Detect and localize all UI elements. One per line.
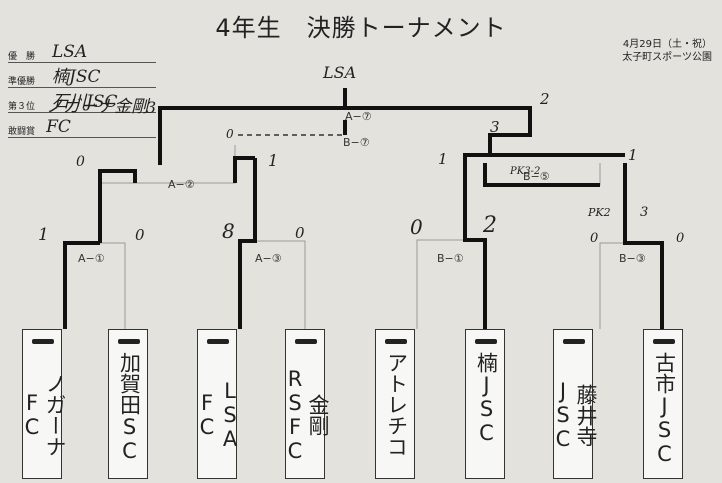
award-value: ノガーナ金剛FC [46, 97, 149, 137]
team-card: 楠JSC [465, 329, 505, 479]
redacted-mark [118, 339, 140, 344]
winner-path-a1-up [98, 169, 137, 243]
score: 1 [628, 146, 638, 164]
match-label-a7: A−⑦ [345, 110, 372, 123]
winner-paths [63, 88, 664, 329]
match-label-b1: B−① [437, 252, 464, 265]
redacted-mark [563, 339, 585, 344]
award-value: 石川JSC [52, 92, 118, 112]
team-card: アトレチコ [375, 329, 415, 479]
match-label-a1: A−① [78, 252, 105, 265]
score: 0 [676, 231, 684, 246]
award-label: 準優勝 [8, 77, 36, 87]
pk-score: PK3-2 [509, 166, 540, 177]
team-name: LSA FC [195, 379, 242, 472]
award-label: 第３位 [8, 102, 36, 112]
redacted-mark [295, 339, 317, 344]
winner-path-final [158, 88, 347, 165]
award-label: 敢闘賞 [8, 127, 36, 137]
winner-path-b5 [483, 163, 600, 187]
score: 1 [38, 225, 49, 245]
winner-path-b7-right [345, 106, 532, 155]
score: 3 [146, 98, 156, 117]
team-card: ノガーナFC [20, 329, 67, 479]
award-row: 優 勝 LSA [8, 38, 156, 63]
redacted-mark [475, 339, 497, 344]
match-label-a3: A−③ [255, 252, 282, 265]
team-name: 藤井寺JSC [551, 379, 598, 451]
award-row: 第３位 石川JSC [8, 88, 156, 113]
winner-path-a1 [63, 241, 100, 329]
team-name: ノガーナFC [20, 373, 67, 457]
award-label: 優 勝 [8, 52, 36, 62]
score: 1 [268, 151, 278, 170]
score: 0 [226, 127, 234, 141]
event-venue: 太子町スポーツ公園 [622, 52, 712, 63]
winner-path-a3 [238, 158, 257, 329]
score: 1 [438, 150, 448, 168]
pk-score: PK2 [587, 206, 611, 219]
team-card: 金剛RSFC [283, 329, 330, 479]
award-value: 楠JSC [52, 67, 101, 87]
champion-label: LSA [322, 63, 356, 82]
winner-path-a3-join [233, 156, 255, 183]
winner-path-b1 [463, 163, 487, 329]
team-name: 楠JSC [474, 352, 499, 445]
event-info: 4月29日（土・祝） 太子町スポーツ公園 [622, 38, 712, 64]
award-value: LSA [52, 42, 88, 62]
page-title: 4年生 決勝トーナメント [215, 14, 507, 42]
awards-list: 優 勝 LSA 準優勝 楠JSC 第３位 石川JSC 敢闘賞ノガーナ金剛FC [8, 38, 156, 138]
winner-path-b3 [623, 163, 664, 329]
team-name: 金剛RSFC [283, 367, 330, 463]
event-date: 4月29日（土・祝） [622, 39, 712, 50]
score: 0 [76, 154, 85, 170]
match-label-a2: A−② [168, 178, 195, 191]
handwritten-scores: 1 0 8 0 0 2 0 0 0 1 1 1 PK2 3 PK3-2 3 2 … [38, 90, 684, 246]
redacted-mark [385, 339, 407, 344]
team-card: 古市JSC [643, 329, 683, 479]
score: 2 [539, 90, 550, 108]
award-row: 準優勝 楠JSC [8, 63, 156, 88]
match-label-b5: B−⑤ [523, 170, 550, 183]
team-name: アトレチコ [384, 352, 409, 457]
match-label-b7: B−⑦ [343, 136, 370, 149]
score: 0 [295, 224, 305, 242]
redacted-mark [653, 339, 675, 344]
team-card: 加賀田SC [108, 329, 148, 479]
score: 0 [135, 226, 145, 244]
team-name: 加賀田SC [117, 352, 142, 463]
score: 8 [222, 219, 235, 243]
award-row: 敢闘賞ノガーナ金剛FC [8, 97, 156, 138]
score: 0 [410, 215, 423, 239]
score: 2 [482, 213, 497, 238]
score: 0 [590, 231, 598, 246]
score: 3 [490, 118, 500, 136]
score: 3 [640, 205, 648, 220]
redacted-mark [207, 339, 229, 344]
team-name: 古市JSC [652, 352, 677, 466]
match-label-b3: B−③ [619, 252, 646, 265]
team-card: 藤井寺JSC [551, 329, 598, 479]
team-card: LSA FC [195, 329, 242, 479]
winner-path-b5-top [463, 153, 625, 163]
redacted-mark [32, 339, 54, 344]
